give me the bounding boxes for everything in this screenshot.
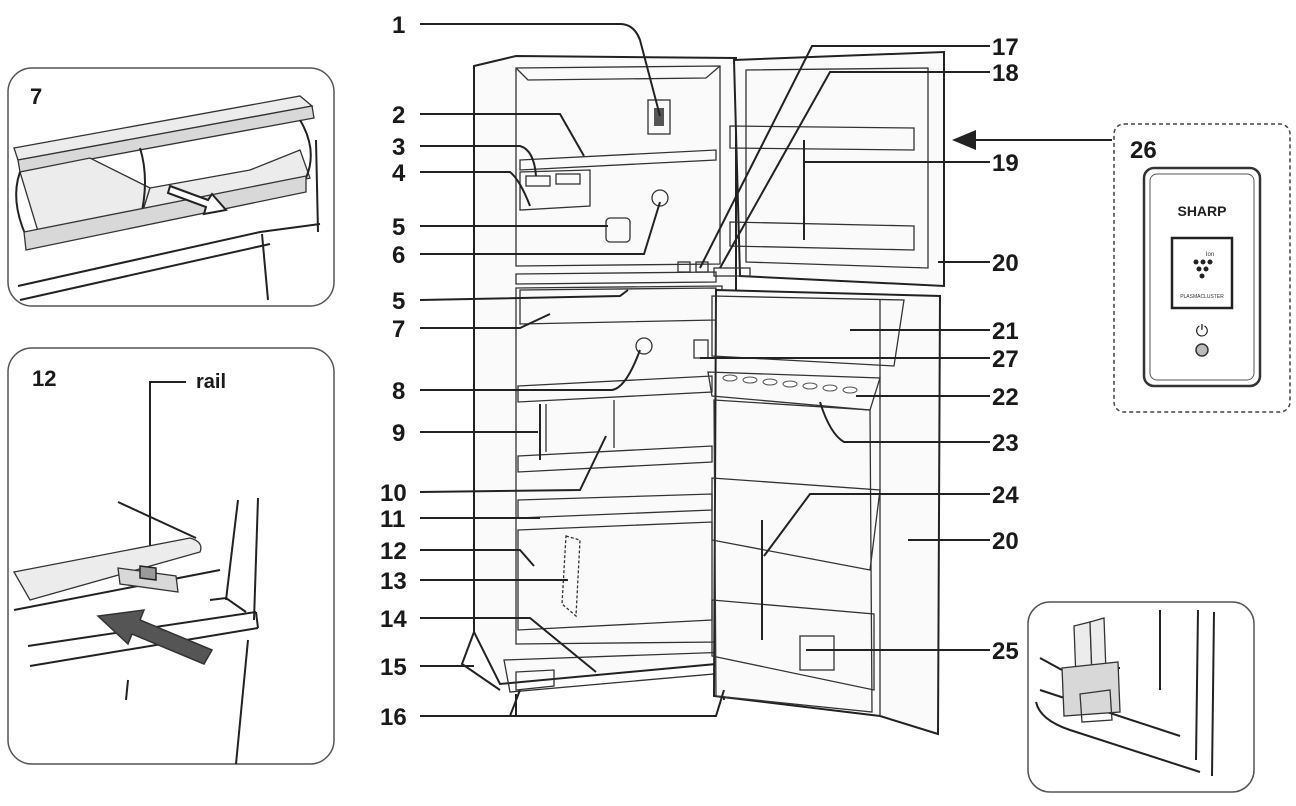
callout-21: 21: [992, 318, 1019, 345]
callout-9: 9: [392, 420, 405, 447]
power-button[interactable]: [1195, 343, 1209, 357]
control-panel-callout: SHARP Ion PLASMACLUSTER ⏻: [952, 123, 1291, 413]
callout-16: 16: [380, 704, 407, 731]
inset-rail-label: 12: [32, 366, 56, 391]
callout-20-fridge: 20: [992, 528, 1019, 555]
callout-18: 18: [992, 60, 1019, 87]
inset-rail: 12 rail: [7, 347, 335, 765]
callout-5-fridge: 5: [392, 288, 405, 315]
push-arrow-icon: [96, 609, 214, 665]
callout-24: 24: [992, 482, 1019, 509]
rail-illustration: [12, 497, 259, 765]
power-icon: ⏻: [1196, 323, 1209, 340]
rail-text: rail: [196, 371, 226, 393]
inset-tray: 7: [7, 67, 335, 307]
arrow-icon: [952, 130, 976, 150]
plasmacluster-text: PLASMACLUSTER: [1180, 294, 1224, 300]
callout-11: 11: [380, 506, 405, 533]
callout-19: 19: [992, 150, 1019, 177]
callout-13: 13: [380, 568, 407, 595]
leader-lines: [419, 23, 990, 717]
callout-17: 17: [992, 34, 1019, 61]
callout-4: 4: [392, 160, 406, 187]
callout-15: 15: [380, 654, 407, 681]
callout-10: 10: [380, 480, 407, 507]
callout-20-freezer: 20: [992, 250, 1019, 277]
callout-6: 6: [392, 242, 405, 269]
callout-numbers: 1 2 3 4 5 6 5 7 8 9 10 11 12 13 14 15 16…: [380, 12, 1157, 731]
inset-tray-label: 7: [30, 84, 42, 109]
freezer-door: [677, 50, 945, 288]
callout-23: 23: [992, 430, 1019, 457]
callout-5-freezer: 5: [392, 214, 405, 241]
egg-tray: [722, 374, 858, 394]
plasmacluster-indicator: [1170, 236, 1234, 310]
callout-14: 14: [380, 606, 407, 633]
callout-25: 25: [992, 638, 1019, 665]
grape-cluster-icon: [1193, 259, 1213, 279]
refrigerator-door: [707, 288, 942, 736]
pull-arrow-icon: [166, 184, 228, 216]
callout-2: 2: [392, 102, 405, 129]
callout-12: 12: [380, 538, 407, 565]
ion-text: Ion: [1206, 252, 1214, 258]
callout-27: 27: [992, 346, 1019, 373]
callout-22: 22: [992, 384, 1019, 411]
callout-26: 26: [1130, 137, 1157, 164]
callout-8: 8: [392, 378, 405, 405]
brand-logo: SHARP: [1177, 203, 1226, 219]
rail-leader-line: [149, 381, 186, 566]
callout-3: 3: [392, 134, 405, 161]
callout-7: 7: [392, 316, 405, 343]
inset-bottle-holder: [1027, 601, 1255, 793]
callout-1: 1: [392, 12, 405, 39]
tray-illustration: [13, 95, 321, 301]
